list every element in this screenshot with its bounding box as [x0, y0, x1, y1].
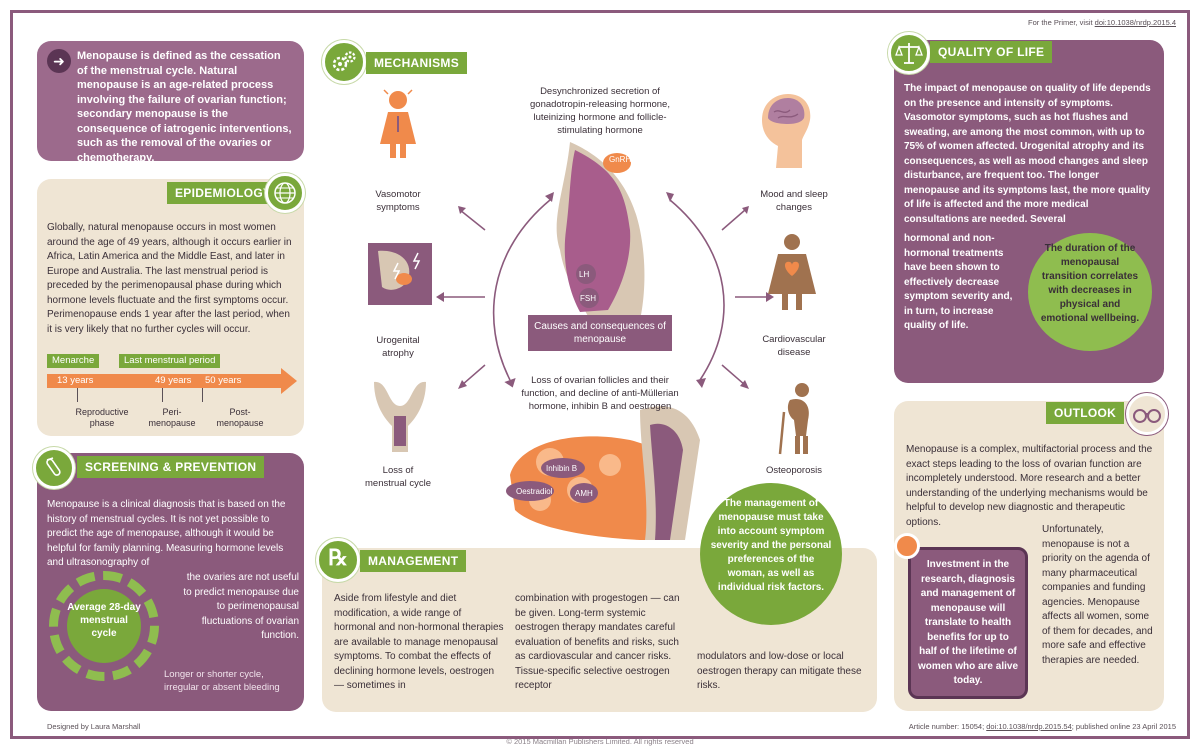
copyright: © 2015 Macmillan Publishers Limited. All…	[506, 737, 694, 746]
quality-of-life-section: QUALITY OF LIFE The impact of menopause …	[888, 32, 1164, 383]
screening-title: SCREENING & PREVENTION	[77, 456, 265, 478]
primer-doi-link[interactable]: doi:10.1038/nrdp.2015.4	[1094, 18, 1176, 27]
management-text-col2: combination with progestogen — can be gi…	[515, 593, 680, 691]
age-menarche: 13 years	[57, 375, 94, 386]
cycle-ring	[49, 571, 159, 681]
gears-icon	[322, 40, 366, 84]
definition-text: Menopause is defined as the cessation of…	[77, 50, 292, 164]
quality-of-life-text: The impact of menopause on quality of li…	[904, 83, 1151, 225]
head-brain-icon	[762, 94, 811, 168]
mechanism-bottom-text: Loss of ovarian follicles and their func…	[521, 375, 679, 412]
mechanisms-title: MECHANISMS	[366, 52, 468, 74]
management-bubble: The management of menopause must take in…	[700, 483, 842, 625]
management-text-col1: Aside from lifestyle and diet modificati…	[334, 593, 504, 691]
urogenital-label: Urogenital atrophy	[376, 335, 420, 359]
outlook-callout: Investment in the research, diagnosis an…	[908, 547, 1028, 699]
osteoporosis-label: Osteoporosis	[766, 465, 822, 476]
epidemiology-section: EPIDEMIOLOGY Globally, natural menopause…	[37, 173, 305, 436]
cardiovascular-figure-icon	[768, 234, 816, 310]
callout-dot	[894, 533, 920, 559]
age-postmenopause: 50 years	[205, 375, 242, 386]
quality-of-life-bubble: The duration of the menopausal transitio…	[1028, 233, 1152, 351]
cardio-label: Cardiovascular disease	[762, 334, 826, 358]
cycle-center-label: Average 28-day menstrual cycle	[67, 589, 141, 663]
causes-consequences-label: Causes and consequences of menopause	[528, 315, 672, 351]
outlook-text-continued: Unfortunately, menopause is not a priori…	[1042, 524, 1153, 666]
inhibin-label: Inhibin B	[546, 464, 578, 473]
prescription-icon: ℞	[316, 538, 360, 582]
primer-reference: For the Primer, visit doi:10.1038/nrdp.2…	[1027, 18, 1176, 27]
page-frame	[10, 10, 1190, 739]
osteoporosis-figure-icon	[778, 383, 809, 455]
vasomotor-label: Vasomotor symptoms	[375, 189, 421, 213]
age-last-period: 49 years	[155, 375, 192, 386]
article-reference: Article number: 15054; doi:10.1038/nrdp.…	[908, 722, 1176, 731]
management-text-col3: modulators and low-dose or local oestrog…	[697, 651, 862, 691]
arrow-right-icon: ➜	[47, 49, 71, 73]
phase-postmenopause: Post-menopause	[216, 407, 264, 428]
timeline-tick	[77, 388, 78, 402]
definition-box: ➜ Menopause is defined as the cessation …	[37, 41, 304, 164]
urogenital-icon	[368, 243, 432, 305]
binoculars-icon	[1126, 393, 1168, 435]
article-doi-link[interactable]: doi:10.1038/nrdp.2015.54	[986, 722, 1072, 731]
quality-of-life-title: QUALITY OF LIFE	[930, 41, 1053, 63]
menarche-label: Menarche	[47, 354, 100, 368]
globe-icon	[265, 173, 305, 213]
quality-of-life-text-continued: hormonal and non-hormonal treatments hav…	[904, 233, 1013, 331]
cycle-note: Longer or shorter cycle, irregular or ab…	[164, 669, 280, 693]
loss-cycle-label: Loss of menstrual cycle	[365, 465, 431, 489]
timeline-tick	[162, 388, 163, 402]
test-tube-icon	[33, 447, 75, 489]
epidemiology-text: Globally, natural menopause occurs in mo…	[47, 222, 292, 335]
timeline-arrow	[47, 374, 287, 388]
uterus-icon	[374, 381, 426, 452]
screening-text-continued: the ovaries are not useful to predict me…	[183, 572, 299, 641]
timeline-arrow-head	[281, 368, 297, 394]
timeline-tick	[202, 388, 203, 402]
screening-text: Menopause is a clinical diagnosis that i…	[47, 499, 286, 568]
outlook-title: OUTLOOK	[1046, 402, 1125, 424]
last-period-label: Last menstrual period	[119, 354, 221, 368]
outlook-text: Menopause is a complex, multifactorial p…	[906, 444, 1153, 528]
scales-icon	[888, 32, 930, 74]
screening-section: SCREENING & PREVENTION Menopause is a cl…	[33, 447, 304, 711]
fsh-label: FSH	[580, 294, 596, 303]
gnrh-label: GnRH	[609, 155, 632, 164]
phase-perimenopause: Peri-menopause	[148, 407, 196, 428]
lh-label: LH	[579, 270, 590, 279]
phase-reproductive: Reproductive phase	[75, 407, 129, 428]
epidemiology-title: EPIDEMIOLOGY	[167, 182, 280, 204]
mechanisms-diagram	[436, 142, 774, 540]
designer-credit: Designed by Laura Marshall	[47, 722, 141, 731]
outlook-section: OUTLOOK Menopause is a complex, multifac…	[894, 393, 1168, 711]
mechanism-top-text: Desynchronized secretion of gonadotropin…	[530, 86, 670, 136]
oestradiol-label: Oestradiol	[516, 487, 553, 496]
management-title: MANAGEMENT	[360, 550, 467, 572]
vasomotor-figure-icon	[380, 89, 416, 158]
amh-label: AMH	[575, 489, 593, 498]
mood-label: Mood and sleep changes	[760, 189, 828, 213]
